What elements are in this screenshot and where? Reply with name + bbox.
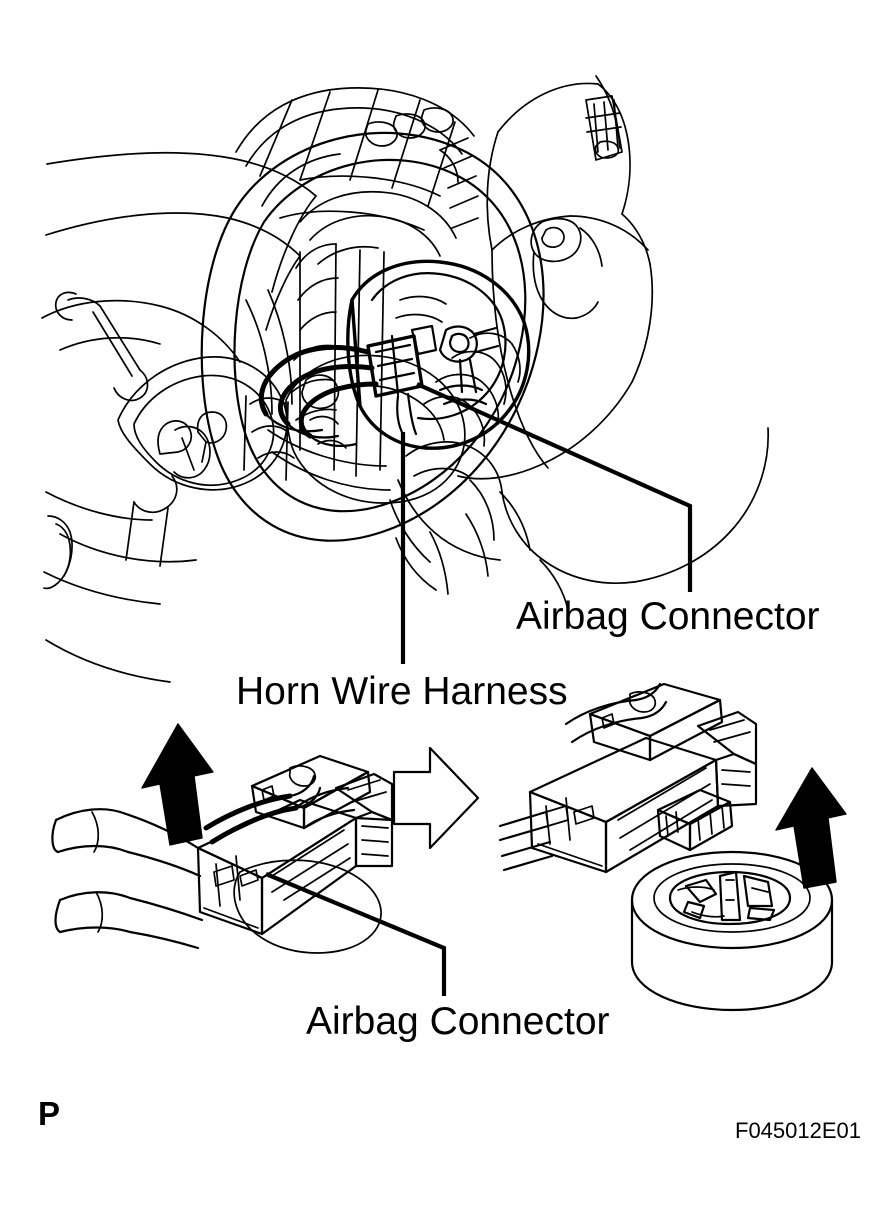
label-airbag-connector-top: Airbag Connector — [516, 595, 820, 638]
connector-body-lifted — [528, 682, 758, 874]
connector-body-seated — [196, 754, 394, 936]
connector-wires-right — [498, 810, 554, 872]
page-marker: P — [38, 1095, 61, 1132]
upper-scene-group — [41, 75, 770, 683]
label-airbag-connector-bottom: Airbag Connector — [306, 1000, 610, 1043]
turn-signal-stalk — [54, 291, 149, 402]
leader-airbag-connector-top — [416, 382, 693, 592]
dashboard-upper-contours — [45, 151, 317, 331]
label-horn-wire-harness: Horn Wire Harness — [236, 670, 568, 713]
figure-code: F045012E01 — [735, 1118, 861, 1143]
slider-release-arrow — [141, 723, 214, 846]
socket-receptacle — [630, 850, 834, 1012]
horn-wire-harness-cable — [396, 392, 418, 438]
hand-and-forearm — [389, 332, 770, 611]
airbag-connector-in-situ — [258, 259, 531, 450]
hub-ghost-outline — [233, 859, 382, 954]
leader-airbag-connector-bottom — [265, 872, 447, 996]
lower-right-detail-group — [498, 682, 847, 1012]
leader-lines-upper — [400, 382, 693, 664]
steering-column-shroud — [243, 190, 457, 481]
door-trim-panel — [457, 75, 654, 480]
instrument-cluster — [41, 299, 288, 563]
dash-centre-vents — [235, 87, 479, 231]
connector-removal-arrow — [775, 767, 847, 889]
connector-wires-left — [51, 808, 204, 950]
next-step-arrow — [392, 746, 480, 850]
lower-left-detail-group — [51, 723, 447, 996]
lower-dash-panel — [43, 425, 211, 683]
